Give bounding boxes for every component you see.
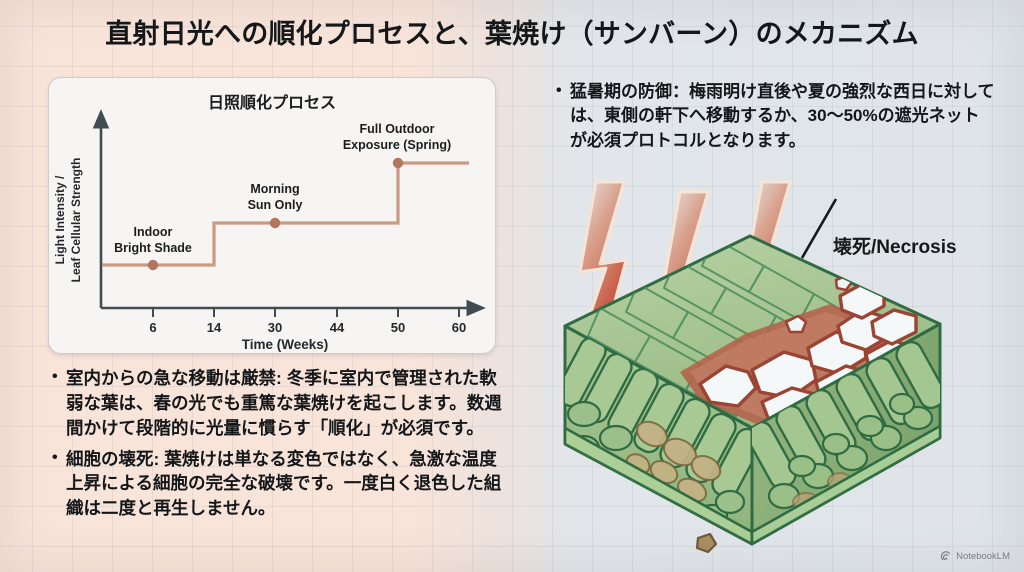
acclimation-chart-card: 日照順化プロセス Light Intensity / Leaf Cellular… [48,77,496,354]
x-tick-label-1: 6 [149,320,156,335]
bullet-marker-icon: • [52,448,58,466]
stage-annotation-morning-sun: Morning Sun Only [248,182,303,212]
stage-outdoor-line1: Full Outdoor [360,122,435,136]
stage-annotation-full-outdoor: Full Outdoor Exposure (Spring) [343,122,451,152]
acclimation-step-chart: Light Intensity / Leaf Cellular Strength… [53,109,486,352]
acclimation-step-line [102,161,469,267]
x-tick-label-4: 44 [330,320,345,335]
notebooklm-icon [941,551,951,561]
list-item: • 室内からの急な移動は厳禁: 冬季に室内で管理された軟弱な葉は、春の光でも重篤… [52,366,504,441]
notebooklm-watermark: NotebookLM [941,551,1010,562]
necrosis-label: 壊死/Necrosis [833,237,957,258]
y-axis-label-line1: Light Intensity / [53,175,67,264]
y-axis-label: Light Intensity / Leaf Cellular Strength [53,158,83,283]
page-title: 直射日光への順化プロセスと、葉焼け（サンバーン）のメカニズム [105,19,919,49]
x-tick-label-5: 50 [391,320,405,335]
stage-indoor-line2: Bright Shade [114,241,192,255]
stage-marker-full-outdoor [392,157,404,169]
list-item: • 猛暑期の防御：梅雨明け直後や夏の強烈な西日に対しては、東側の軒下へ移動するか… [556,80,996,153]
detached-cell-debris [695,532,718,554]
x-axis-title: Time (Weeks) [242,337,329,352]
necrosis-patch-group [680,274,918,428]
stage-indoor-line1: Indoor [134,225,173,239]
leaf-cross-section-illustration [563,180,942,554]
bullet-text: 室内からの急な移動は厳禁: 冬季に室内で管理された軟弱な葉は、春の光でも重篤な葉… [66,368,502,438]
bullet-text: 猛暑期の防御：梅雨明け直後や夏の強烈な西日に対しては、東側の軒下へ移動するか、3… [570,82,995,150]
lower-epidermis-front [565,425,752,544]
x-tick-label-6: 60 [452,320,466,335]
right-bullet-list: • 猛暑期の防御：梅雨明け直後や夏の強烈な西日に対しては、東側の軒下へ移動するか… [556,80,996,159]
left-bullet-list: • 室内からの急な移動は厳禁: 冬季に室内で管理された軟弱な葉は、春の光でも重篤… [52,366,504,527]
x-tick-label-3: 30 [268,320,282,335]
side-mesophyll-cells [752,340,940,544]
lower-epidermis-side [752,423,940,544]
x-tick-marks [152,308,460,317]
stage-outdoor-line2: Exposure (Spring) [343,138,451,152]
stage-marker-indoor [147,259,159,271]
y-axis-label-line2: Leaf Cellular Strength [69,158,83,283]
list-item: • 細胞の壊死: 葉焼けは単なる変色ではなく、急激な温度上昇による細胞の完全な破… [52,447,504,522]
x-tick-label-2: 14 [207,320,222,335]
bullet-marker-icon: • [556,82,562,99]
stage-morning-line1: Morning [250,182,299,196]
chart-title: 日照順化プロセス [207,95,336,112]
bullet-marker-icon: • [52,368,58,385]
stage-marker-morning-sun [269,217,281,229]
stage-annotation-indoor: Indoor Bright Shade [114,225,192,255]
necrosis-leader-line [800,198,838,259]
stage-morning-line2: Sun Only [248,198,303,212]
bullet-text: 細胞の壊死: 葉焼けは単なる変色ではなく、急激な温度上昇による細胞の完全な破壊で… [66,448,502,519]
watermark-label: NotebookLM [956,551,1010,562]
